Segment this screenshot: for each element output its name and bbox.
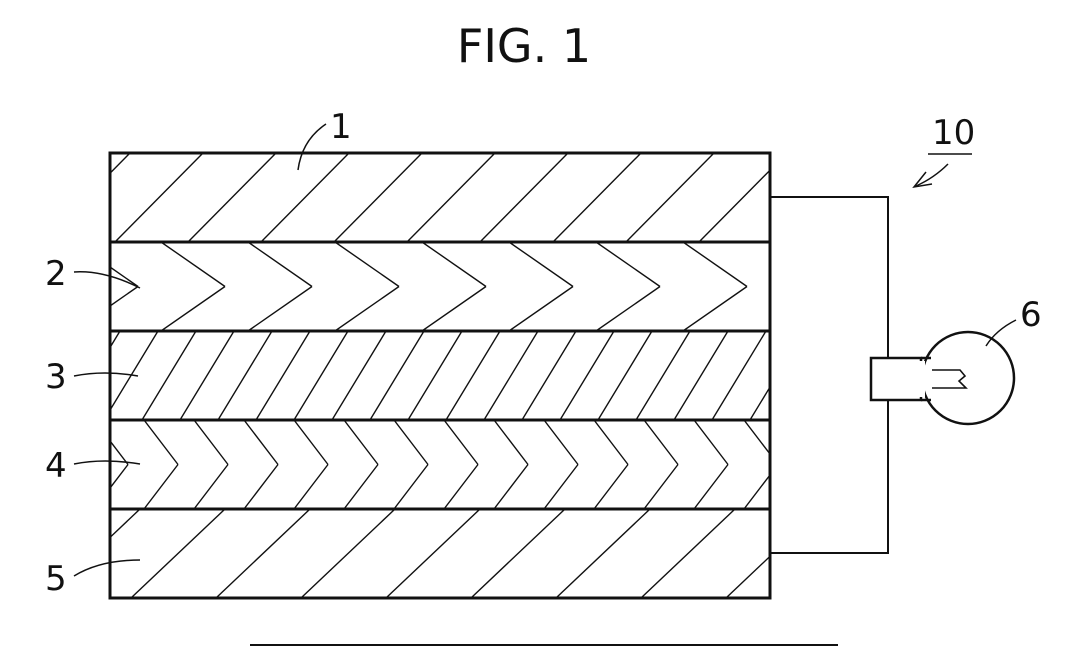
hatch-line: [344, 465, 378, 510]
bulb-base: [871, 358, 921, 400]
hatch-line: [407, 153, 495, 242]
hatch-line: [556, 509, 650, 598]
device-label: 10: [932, 113, 975, 153]
hatch-line: [144, 465, 178, 510]
hatch-line: [161, 287, 225, 332]
hatch-line: [626, 153, 714, 242]
hatch-line: [544, 465, 578, 510]
hatch-line: [594, 465, 628, 510]
hatch-line: [248, 287, 312, 332]
hatch-line: [194, 465, 228, 510]
hatch-line: [553, 153, 641, 242]
hatch-line: [161, 242, 225, 287]
layer-4-label: 4: [45, 446, 67, 486]
hatch-line: [394, 420, 428, 465]
hatch-line: [444, 465, 478, 510]
layer-stack-outline: [110, 153, 770, 598]
layer-4-hatch: [94, 420, 828, 509]
hatch-line: [294, 420, 328, 465]
hatch-line: [794, 420, 828, 465]
bulb-base-cover: [919, 361, 925, 397]
hatch-line: [248, 242, 312, 287]
hatch-line: [294, 465, 328, 510]
hatch-line: [394, 465, 428, 510]
hatch-line: [683, 242, 747, 287]
layer-2-callout: 2: [45, 254, 140, 294]
hatch-line: [509, 287, 573, 332]
hatch-line: [794, 465, 828, 510]
hatch-line: [770, 287, 834, 332]
hatch-line: [770, 242, 834, 287]
layer-3-label: 3: [45, 357, 67, 397]
hatch-line: [480, 153, 568, 242]
bulb-glass: [922, 332, 1014, 424]
layer-3-callout: 3: [45, 357, 138, 397]
hatch-line: [216, 509, 310, 598]
hatch-line: [115, 153, 203, 242]
layer-4-leader: [74, 461, 140, 464]
device-arrow: [916, 164, 948, 186]
layer-3-hatch: [66, 331, 842, 420]
layer-stack: [42, 153, 933, 598]
layer-2-hatch: [74, 242, 834, 331]
hatch-line: [301, 509, 395, 598]
hatch-line: [422, 242, 486, 287]
hatch-line: [494, 465, 528, 510]
load-callout: 6: [986, 295, 1042, 346]
hatch-line: [694, 465, 728, 510]
hatch-line: [261, 153, 349, 242]
hatch-line: [683, 287, 747, 332]
hatch-line: [344, 420, 378, 465]
hatch-line: [544, 420, 578, 465]
hatch-line: [644, 465, 678, 510]
hatch-line: [596, 242, 660, 287]
hatch-line: [386, 509, 480, 598]
bottom-wire: [770, 400, 888, 553]
hatch-line: [596, 287, 660, 332]
hatch-line: [244, 420, 278, 465]
hatch-line: [335, 287, 399, 332]
hatch-line: [644, 420, 678, 465]
hatch-line: [471, 509, 565, 598]
hatch-line: [74, 287, 138, 332]
layer-2-label: 2: [45, 254, 67, 294]
device-callout: 10: [914, 113, 975, 187]
hatch-line: [244, 465, 278, 510]
hatch-line: [594, 420, 628, 465]
hatch-line: [422, 287, 486, 332]
hatch-line: [144, 420, 178, 465]
layer-5-leader: [74, 560, 140, 576]
load-label: 6: [1020, 295, 1042, 335]
figure-title: FIG. 1: [457, 19, 591, 73]
layer-3-leader: [74, 373, 138, 376]
layer-1-leader: [298, 124, 326, 170]
hatch-line: [494, 420, 528, 465]
layer-1-callout: 1: [298, 107, 352, 170]
hatch-line: [744, 420, 778, 465]
hatch-line: [335, 242, 399, 287]
light-bulb-icon: [871, 332, 1014, 424]
layer-1-label: 1: [330, 107, 352, 147]
hatch-line: [694, 420, 728, 465]
hatch-line: [188, 153, 276, 242]
hatch-line: [641, 509, 735, 598]
hatch-line: [131, 509, 225, 598]
layer-4-callout: 4: [45, 446, 140, 486]
layer-2-leader: [74, 272, 140, 288]
hatch-line: [194, 420, 228, 465]
hatch-line: [334, 153, 422, 242]
hatch-line: [788, 331, 842, 420]
top-wire: [770, 197, 888, 358]
hatch-line: [744, 465, 778, 510]
hatch-line: [444, 420, 478, 465]
hatch-line: [74, 242, 138, 287]
layer-5-label: 5: [45, 559, 67, 599]
hatch-line: [42, 153, 130, 242]
layer-5-callout: 5: [45, 559, 140, 599]
hatch-line: [509, 242, 573, 287]
